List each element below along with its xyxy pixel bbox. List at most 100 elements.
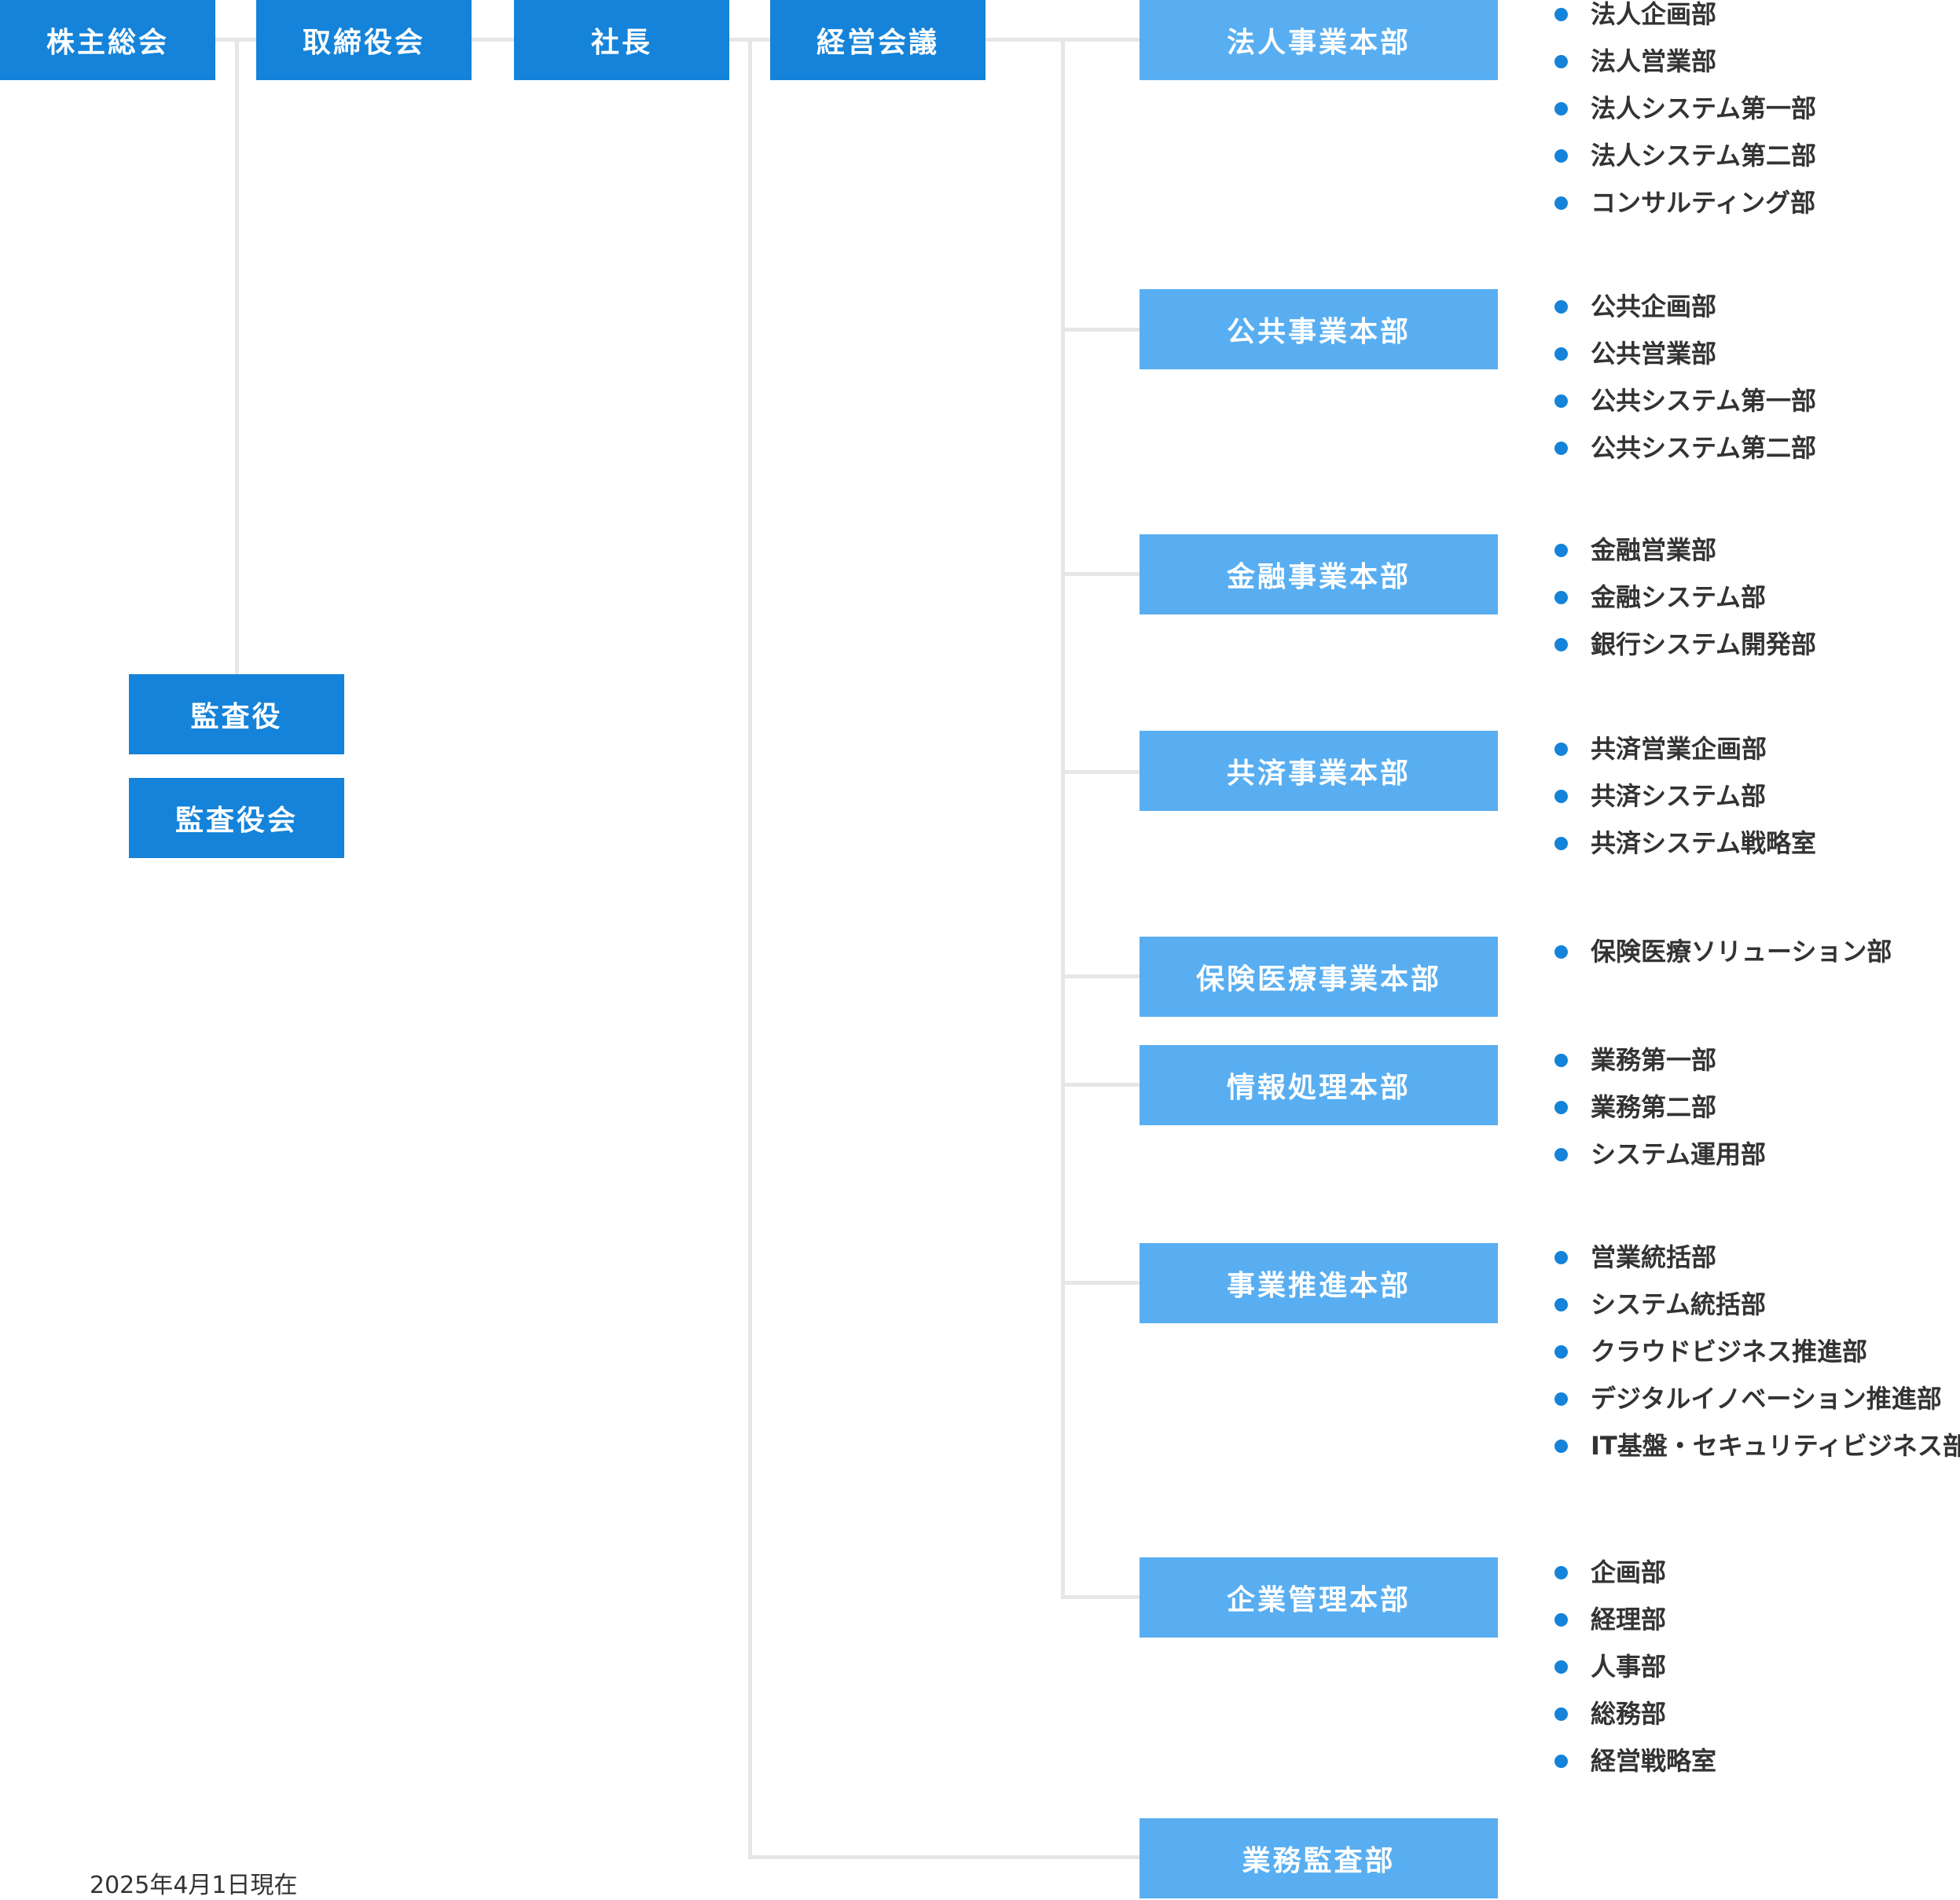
dept-list-1: 法人企画部 法人営業部 法人システム第一部 法人システム第二部 コンサルティング… <box>1554 0 1816 226</box>
connector-division-7 <box>1061 1281 1141 1285</box>
connector-internal-audit <box>748 1855 1141 1859</box>
list-item: 公共システム第二部 <box>1554 424 1816 471</box>
bullet-icon <box>1554 1707 1568 1721</box>
bullet-icon <box>1554 1101 1568 1114</box>
list-item: クラウドビジネス推進部 <box>1554 1328 1960 1375</box>
bullet-icon <box>1554 1566 1568 1579</box>
list-item: 金融営業部 <box>1554 526 1816 574</box>
dept-list-6: 業務第一部 業務第二部 システム運用部 <box>1554 1036 1766 1178</box>
dept-list-8: 企画部 経理部 人事部 総務部 経営戦略室 <box>1554 1549 1716 1784</box>
list-item: デジタルイノベーション推進部 <box>1554 1375 1960 1422</box>
connector-division-6 <box>1061 1083 1141 1087</box>
division-box-1: 法人事業本部 <box>1140 0 1498 80</box>
bullet-icon <box>1554 1660 1568 1674</box>
division-box-5: 保険医療事業本部 <box>1140 937 1498 1017</box>
dept-label: システム統括部 <box>1591 1289 1767 1319</box>
division-name: 公共事業本部 <box>1226 316 1411 348</box>
audit-board-box: 監査役会 <box>129 778 344 858</box>
connector-division-2 <box>1061 328 1141 332</box>
dept-label: 法人営業部 <box>1591 46 1717 76</box>
division-box-3: 金融事業本部 <box>1140 534 1498 614</box>
list-item: 法人システム第二部 <box>1554 132 1816 179</box>
division-name: 金融事業本部 <box>1226 561 1411 593</box>
bullet-icon <box>1554 1392 1568 1406</box>
division-name: 法人事業本部 <box>1226 27 1411 59</box>
bullet-icon <box>1554 300 1568 314</box>
division-name: 事業推進本部 <box>1226 1270 1411 1302</box>
list-item: IT基盤・セキュリティビジネス部 <box>1554 1422 1960 1469</box>
audit-board-label: 監査役会 <box>174 805 298 837</box>
dept-label: 経理部 <box>1591 1605 1667 1634</box>
division-name: 情報処理本部 <box>1226 1072 1411 1104</box>
connector-division-5 <box>1061 974 1141 978</box>
dept-label: 企画部 <box>1591 1557 1667 1587</box>
dept-list-3: 金融営業部 金融システム部 銀行システム開発部 <box>1554 526 1816 668</box>
dept-label: 法人システム第二部 <box>1591 141 1817 171</box>
division-box-6: 情報処理本部 <box>1140 1045 1498 1125</box>
connector-board-audit <box>235 38 239 676</box>
bullet-icon <box>1554 394 1568 408</box>
division-box-2: 公共事業本部 <box>1140 289 1498 369</box>
list-item: 人事部 <box>1554 1643 1716 1690</box>
list-item: 金融システム部 <box>1554 574 1816 621</box>
president-box: 社長 <box>514 0 729 80</box>
list-item: 法人営業部 <box>1554 38 1816 85</box>
dept-label: 公共システム第一部 <box>1591 386 1817 416</box>
list-item: 法人システム第一部 <box>1554 85 1816 132</box>
list-item: 総務部 <box>1554 1690 1716 1737</box>
connector-division-3 <box>1061 572 1141 576</box>
bullet-icon <box>1554 102 1568 116</box>
bullet-icon <box>1554 1345 1568 1359</box>
bullet-icon <box>1554 638 1568 651</box>
dept-label: 保険医療ソリューション部 <box>1591 937 1892 967</box>
dept-list-5: 保険医療ソリューション部 <box>1554 928 1892 975</box>
dept-list-7: 営業統括部 システム統括部 クラウドビジネス推進部 デジタルイノベーション推進部… <box>1554 1234 1960 1469</box>
bullet-icon <box>1554 1298 1568 1311</box>
bullet-icon <box>1554 347 1568 361</box>
dept-label: 共済システム部 <box>1591 781 1767 811</box>
dept-label: 共済営業企画部 <box>1591 734 1767 764</box>
dept-label: 共済システム戦略室 <box>1591 828 1817 858</box>
auditor-label: 監査役 <box>190 701 283 733</box>
list-item: 共済システム戦略室 <box>1554 820 1816 867</box>
list-item: コンサルティング部 <box>1554 179 1816 226</box>
connector-division-trunk <box>1061 38 1065 1599</box>
bullet-icon <box>1554 55 1568 68</box>
list-item: 公共企画部 <box>1554 283 1816 330</box>
dept-label: 法人企画部 <box>1591 0 1717 29</box>
division-box-7: 事業推進本部 <box>1140 1243 1498 1323</box>
bullet-icon <box>1554 837 1568 850</box>
dept-label: システム運用部 <box>1591 1139 1767 1169</box>
auditor-box: 監査役 <box>129 674 344 754</box>
dept-label: 総務部 <box>1591 1699 1667 1729</box>
list-item: 共済システム部 <box>1554 772 1816 820</box>
management-meeting-box: 経営会議 <box>770 0 986 80</box>
list-item: 法人企画部 <box>1554 0 1816 38</box>
dept-label: クラウドビジネス推進部 <box>1591 1337 1868 1366</box>
list-item: システム統括部 <box>1554 1281 1960 1328</box>
bullet-icon <box>1554 743 1568 756</box>
list-item: 銀行システム開発部 <box>1554 621 1816 668</box>
bullet-icon <box>1554 442 1568 455</box>
bullet-icon <box>1554 1440 1568 1453</box>
shareholders-meeting-box: 株主総会 <box>0 0 215 80</box>
dept-label: 公共企画部 <box>1591 292 1717 321</box>
bullet-icon <box>1554 149 1568 163</box>
board-of-directors-label: 取締役会 <box>302 27 425 59</box>
dept-label: IT基盤・セキュリティビジネス部 <box>1591 1431 1960 1461</box>
president-label: 社長 <box>590 27 652 59</box>
bullet-icon <box>1554 196 1568 210</box>
list-item: 業務第二部 <box>1554 1084 1766 1131</box>
dept-label: 金融システム部 <box>1591 582 1767 612</box>
list-item: 経営戦略室 <box>1554 1737 1716 1784</box>
division-box-8: 企業管理本部 <box>1140 1557 1498 1638</box>
bullet-icon <box>1554 945 1568 959</box>
internal-audit-label: 業務監査部 <box>1242 1845 1396 1877</box>
connector-division-4 <box>1061 770 1141 774</box>
dept-label: 経営戦略室 <box>1591 1746 1717 1776</box>
division-name: 保険医療事業本部 <box>1195 963 1441 996</box>
internal-audit-box: 業務監査部 <box>1140 1818 1498 1898</box>
division-name: 共済事業本部 <box>1226 757 1411 790</box>
dept-label: 人事部 <box>1591 1652 1667 1682</box>
bullet-icon <box>1554 544 1568 557</box>
